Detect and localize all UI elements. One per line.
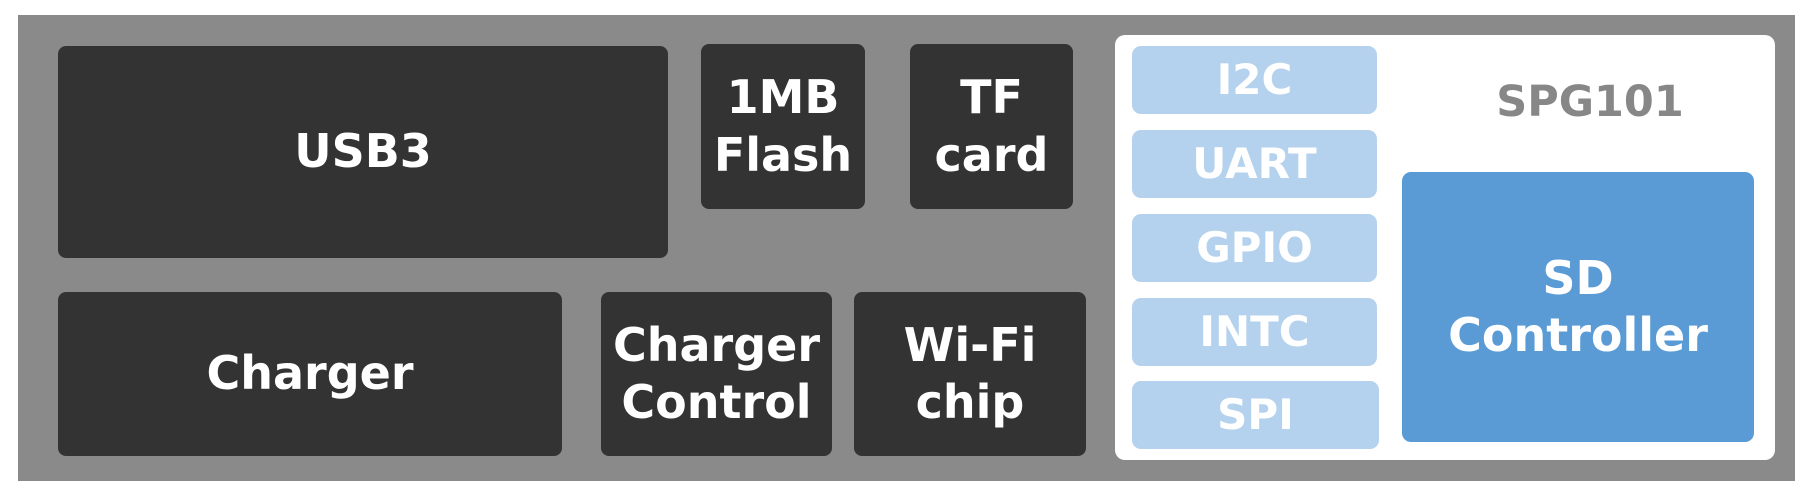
- charger-control-label: Charger Control: [612, 317, 821, 430]
- tf-card-label: TF card: [934, 70, 1049, 182]
- tf-card-block: TF card: [910, 44, 1073, 209]
- flash-block: 1MB Flash: [701, 44, 865, 209]
- peripheral-intc-label: INTC: [1199, 306, 1310, 356]
- usb3-block: USB3: [58, 46, 668, 258]
- peripheral-spi-label: SPI: [1217, 389, 1294, 439]
- charger-label: Charger: [206, 346, 414, 401]
- sd-controller-block: SD Controller: [1402, 172, 1754, 442]
- sd-controller-label: SD Controller: [1448, 250, 1708, 363]
- usb3-label: USB3: [294, 124, 432, 179]
- peripheral-intc: INTC: [1132, 298, 1377, 366]
- peripheral-i2c: I2C: [1132, 46, 1377, 114]
- peripheral-uart: UART: [1132, 130, 1377, 198]
- peripheral-i2c-label: I2C: [1216, 54, 1293, 104]
- soc-title: SPG101: [1400, 72, 1780, 132]
- soc-title-label: SPG101: [1496, 77, 1684, 127]
- peripheral-gpio-label: GPIO: [1196, 222, 1313, 272]
- peripheral-gpio: GPIO: [1132, 214, 1377, 282]
- wifi-chip-block: Wi-Fi chip: [854, 292, 1086, 456]
- wifi-chip-label: Wi-Fi chip: [903, 317, 1037, 430]
- flash-label: 1MB Flash: [713, 70, 853, 182]
- charger-control-block: Charger Control: [601, 292, 832, 456]
- charger-block: Charger: [58, 292, 562, 456]
- peripheral-spi: SPI: [1132, 381, 1379, 449]
- peripheral-uart-label: UART: [1192, 138, 1317, 188]
